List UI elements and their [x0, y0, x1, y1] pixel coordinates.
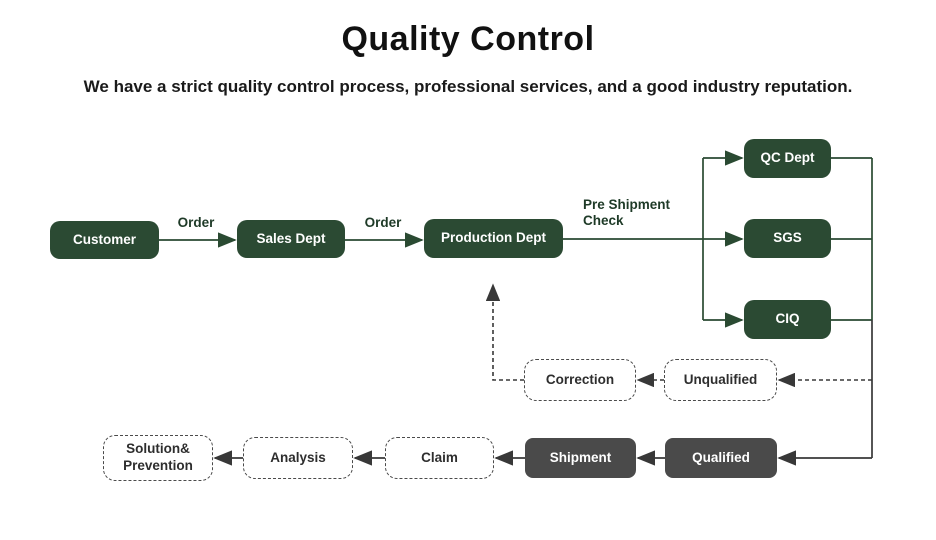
- node-sgs: SGS: [744, 219, 831, 258]
- page-subtitle: We have a strict quality control process…: [83, 77, 853, 96]
- page-title: Quality Control: [341, 20, 595, 58]
- edge-label-order-2: Order: [364, 215, 402, 230]
- node-ciq: CIQ: [744, 300, 831, 339]
- node-qc-dept: QC Dept: [744, 139, 831, 178]
- node-analysis: Analysis: [243, 437, 353, 479]
- node-correction: Correction: [524, 359, 636, 401]
- node-production-dept: Production Dept: [424, 219, 563, 258]
- edge-correction-production: [485, 283, 524, 381]
- node-unqualified: Unqualified: [664, 359, 777, 401]
- node-claim: Claim: [385, 437, 494, 479]
- edge-label-order-1: Order: [177, 215, 215, 230]
- node-solution-prevention: Solution& Prevention: [103, 435, 213, 481]
- node-qualified: Qualified: [665, 438, 777, 478]
- node-shipment: Shipment: [525, 438, 636, 478]
- edge-label-pre-shipment-check: Pre Shipment Check: [583, 197, 671, 229]
- node-sales-dept: Sales Dept: [237, 220, 345, 258]
- node-customer: Customer: [50, 221, 159, 259]
